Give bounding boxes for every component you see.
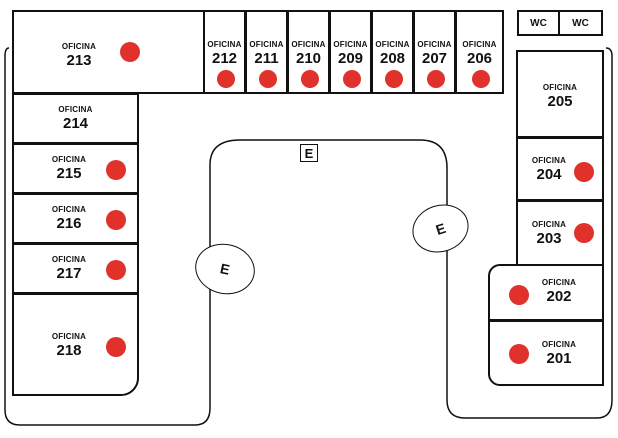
occupied-dot	[120, 42, 140, 62]
occupied-dot	[106, 337, 126, 357]
office-word: OFICINA	[542, 83, 578, 92]
office-number: 201	[546, 350, 572, 367]
office-number: 210	[295, 50, 322, 67]
office-203[interactable]: OFICINA 203	[516, 200, 604, 266]
occupied-dot	[106, 210, 126, 230]
occupied-dot	[259, 70, 277, 88]
office-212[interactable]: OFICINA 212	[203, 10, 246, 94]
occupied-dot	[385, 70, 403, 88]
office-number: 203	[536, 230, 562, 247]
office-208[interactable]: OFICINA 208	[371, 10, 414, 94]
office-word: OFICINA	[207, 40, 242, 49]
office-word: OFICINA	[531, 220, 567, 229]
occupied-dot	[106, 260, 126, 280]
office-word: OFICINA	[249, 40, 284, 49]
office-word: OFICINA	[51, 332, 87, 341]
office-214[interactable]: OFICINA 214	[12, 93, 139, 144]
office-number: 213	[66, 52, 92, 69]
office-number: 205	[547, 93, 573, 110]
office-202[interactable]: OFICINA 202	[488, 264, 604, 321]
office-217[interactable]: OFICINA 217	[12, 243, 139, 294]
office-number: 216	[56, 215, 82, 232]
elevator-top[interactable]: E	[300, 144, 318, 162]
office-word: OFICINA	[291, 40, 326, 49]
office-211[interactable]: OFICINA 211	[245, 10, 288, 94]
office-218[interactable]: OFICINA 218	[12, 293, 139, 396]
occupied-dot	[106, 160, 126, 180]
office-word: OFICINA	[61, 42, 97, 51]
office-number: 209	[337, 50, 364, 67]
office-word: OFICINA	[333, 40, 368, 49]
restroom-wc-1[interactable]: WC	[517, 10, 560, 36]
occupied-dot	[343, 70, 361, 88]
office-201[interactable]: OFICINA 201	[488, 320, 604, 386]
office-205[interactable]: OFICINA 205	[516, 50, 604, 138]
office-204[interactable]: OFICINA 204	[516, 137, 604, 201]
office-word: OFICINA	[417, 40, 452, 49]
office-word: OFICINA	[51, 255, 87, 264]
office-210[interactable]: OFICINA 210	[287, 10, 330, 94]
office-213[interactable]: OFICINA 213	[12, 10, 205, 94]
office-word: OFICINA	[541, 278, 577, 287]
office-number: 217	[56, 265, 82, 282]
office-number: 212	[211, 50, 238, 67]
office-number: 207	[421, 50, 448, 67]
occupied-dot	[217, 70, 235, 88]
occupied-dot	[301, 70, 319, 88]
office-word: OFICINA	[51, 155, 87, 164]
occupied-dot	[509, 344, 529, 364]
office-207[interactable]: OFICINA 207	[413, 10, 456, 94]
office-209[interactable]: OFICINA 209	[329, 10, 372, 94]
occupied-dot	[574, 223, 594, 243]
office-number: 202	[546, 288, 572, 305]
office-word: OFICINA	[462, 40, 497, 49]
office-word: OFICINA	[51, 205, 87, 214]
office-number: 214	[62, 115, 89, 132]
occupied-dot	[472, 70, 490, 88]
office-number: 204	[536, 166, 562, 183]
office-number: 208	[379, 50, 406, 67]
office-number: 218	[56, 342, 82, 359]
occupied-dot	[427, 70, 445, 88]
office-206[interactable]: OFICINA 206	[455, 10, 504, 94]
office-number: 211	[254, 50, 279, 67]
office-word: OFICINA	[375, 40, 410, 49]
office-word: OFICINA	[541, 340, 577, 349]
restroom-wc-2[interactable]: WC	[558, 10, 603, 36]
occupied-dot	[509, 285, 529, 305]
office-number: 206	[466, 50, 493, 67]
office-word: OFICINA	[58, 105, 93, 114]
office-216[interactable]: OFICINA 216	[12, 193, 139, 244]
office-number: 215	[56, 165, 82, 182]
office-215[interactable]: OFICINA 215	[12, 143, 139, 194]
occupied-dot	[574, 162, 594, 182]
office-word: OFICINA	[531, 156, 567, 165]
